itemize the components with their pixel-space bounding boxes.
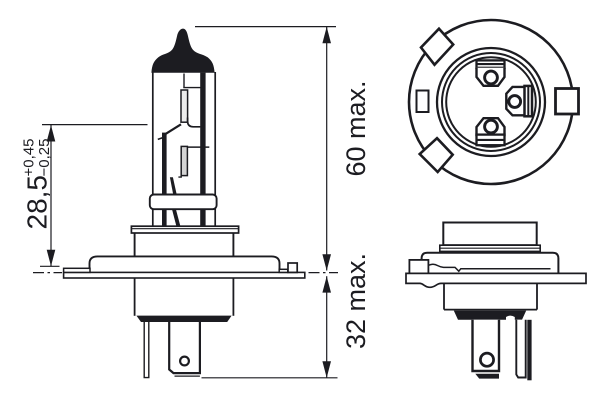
svg-text:−0,25: −0,25 <box>36 139 53 177</box>
svg-text:+0,45: +0,45 <box>21 139 38 177</box>
svg-text:28,5: 28,5 <box>22 175 53 230</box>
svg-text:32 max.: 32 max. <box>341 253 371 349</box>
svg-text:60 max.: 60 max. <box>341 80 371 176</box>
